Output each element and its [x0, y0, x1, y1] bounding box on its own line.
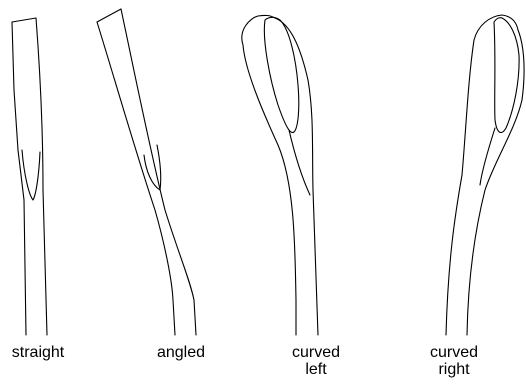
curved-right-outer-left-edge: [446, 40, 474, 335]
label-curved-left-line-1: curved: [281, 344, 351, 361]
label-curved-left-line-2: left: [281, 361, 351, 378]
straight-inner-crease: [22, 150, 40, 200]
curved-left-outer-right-edge: [275, 18, 318, 335]
curved-right-inner-fold: [480, 128, 495, 185]
label-angled: angled: [146, 344, 216, 361]
label-straight-line-1: straight: [0, 344, 76, 361]
label-curved-right: curved right: [419, 344, 489, 378]
curved-left-outer-left-edge: [242, 15, 296, 335]
straight-shape-drawing: [12, 18, 47, 335]
curved-left-inner-loop: [264, 17, 298, 132]
label-straight: straight: [0, 344, 76, 361]
straight-tip-edge: [12, 18, 36, 22]
angled-shape-drawing: [97, 9, 196, 335]
label-curved-right-line-1: curved: [419, 344, 489, 361]
curved-right-inner-loop: [494, 18, 519, 133]
angled-outer-left-edge: [97, 22, 175, 335]
angled-outer-right-edge: [121, 9, 196, 335]
curved-left-inner-fold: [289, 130, 310, 195]
label-curved-right-line-2: right: [419, 361, 489, 378]
curved-right-outer-right-edge: [467, 30, 524, 335]
label-curved-left: curved left: [281, 344, 351, 378]
angled-tip-edge: [97, 9, 121, 22]
curved-right-shape-drawing: [446, 15, 524, 335]
curved-left-shape-drawing: [242, 15, 318, 335]
straight-outer-left-edge: [12, 22, 26, 335]
label-angled-line-1: angled: [146, 344, 216, 361]
